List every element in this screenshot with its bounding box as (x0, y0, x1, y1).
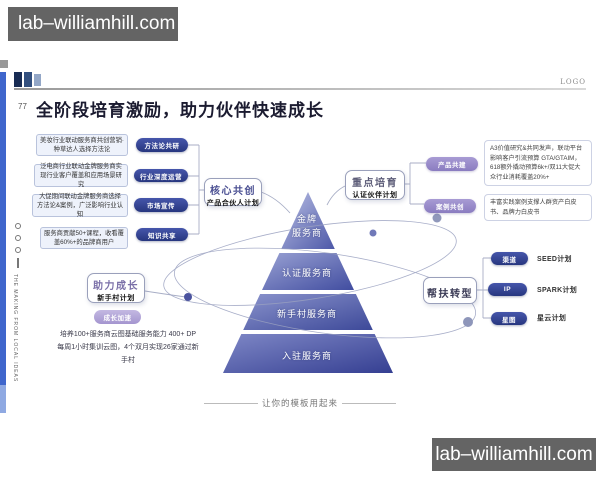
logo-text: LOGO (560, 78, 586, 86)
margin-dash (17, 258, 19, 268)
watermark-bottom: lab–williamhill.com (432, 438, 596, 471)
growth-note: 培养100+服务商云图基础服务能力 400+ DP每周1小时集训云图，4个双月实… (57, 331, 199, 364)
side-vertical-text: THE MAKING FROM LOCAL IDEAS (12, 274, 18, 383)
side-bar-blue-light (0, 385, 6, 413)
core-box-title: 核心共创 (210, 186, 256, 197)
growth-pill-accelerate: 成长加速 (94, 310, 141, 324)
pyramid-level-2: 认证服务商 (281, 268, 332, 278)
right-pill-product: 产品共建 (426, 157, 478, 171)
transform-pill-xingtu: 星图 (491, 312, 527, 325)
pyramid-level-1: 金牌 服务商 (291, 214, 322, 238)
left-pill-methodology: 方法论共研 (136, 138, 188, 152)
page-title: 全阶段培育激励，助力伙伴快速成长 (36, 101, 324, 121)
footer-rule-left (204, 403, 258, 404)
transform-label-nebula: 星云计划 (537, 315, 567, 322)
pyramid-level-4: 入驻服务商 (281, 351, 332, 361)
orbit-dots (184, 213, 473, 327)
margin-circle-2 (15, 235, 21, 241)
focus-box: 重点培育 认证伙伴计划 (345, 170, 405, 200)
left-pill-industry-ops: 行业深度运营 (134, 169, 188, 182)
transform-box-title: 帮扶转型 (427, 289, 473, 300)
right-text-case: 丰富实践案例支撑人群资产白皮书、品牌力白皮书 (484, 194, 592, 222)
core-box: 核心共创 产品合伙人计划 (204, 178, 262, 207)
transform-pill-channel: 渠道 (491, 252, 528, 265)
left-note-1: 美妆行业联动服务商共创营销·种草达人选择方法论 (36, 134, 128, 156)
corner-square (0, 60, 8, 68)
left-pill-knowledge: 知识共享 (136, 228, 188, 241)
header-square-mid (24, 72, 32, 87)
transform-pill-ip: IP (488, 283, 527, 296)
page-number: 77 (18, 102, 27, 111)
pyramid-shape (223, 192, 393, 373)
left-pill-marketing: 市场宣传 (134, 198, 188, 212)
watermark-top-text: lab–williamhill.com (18, 13, 176, 34)
header-square-light (34, 74, 41, 86)
growth-box-title: 助力成长 (93, 281, 139, 292)
side-bar-blue (0, 72, 6, 385)
orbit-ellipses (163, 220, 477, 339)
growth-box-subtitle: 新手村计划 (97, 295, 135, 302)
left-note-4: 服务商贡献50+课程，收看覆盖60%+的品牌商用户 (40, 227, 128, 249)
left-note-3: 大促期间联动金牌服务商选择方法论&案例，广泛影响行业认知 (32, 193, 128, 218)
header-square-dark (14, 72, 22, 87)
core-box-subtitle: 产品合伙人计划 (206, 200, 260, 207)
margin-circle-1 (15, 223, 21, 229)
growth-box: 助力成长 新手村计划 (87, 273, 145, 303)
right-text-product: A3价值研究&共同发声，联动平台影响客户引流预算 GTA/GTAIM，618额外… (484, 140, 592, 187)
header-rule (14, 88, 586, 90)
focus-box-title: 重点培育 (352, 178, 398, 189)
left-note-2: 泛电商行业联动金牌服务商实现行业客户覆盖和应用场景研究 (34, 163, 128, 188)
footer-rule-right (342, 403, 396, 404)
connector-lines (144, 144, 491, 319)
pyramid-level-3: 新手村服务商 (276, 309, 337, 319)
transform-label-seed: SEED计划 (537, 256, 572, 263)
watermark-top: lab–williamhill.com (8, 7, 178, 41)
watermark-bottom-text: lab–williamhill.com (435, 443, 593, 465)
right-pill-case: 案例共创 (424, 199, 476, 213)
footer-text: 让你的模板用起来 (262, 399, 339, 409)
margin-circle-3 (15, 247, 21, 253)
transform-label-spark: SPARK计划 (537, 287, 578, 294)
transform-box: 帮扶转型 (423, 277, 477, 304)
focus-box-subtitle: 认证伙伴计划 (352, 192, 398, 199)
